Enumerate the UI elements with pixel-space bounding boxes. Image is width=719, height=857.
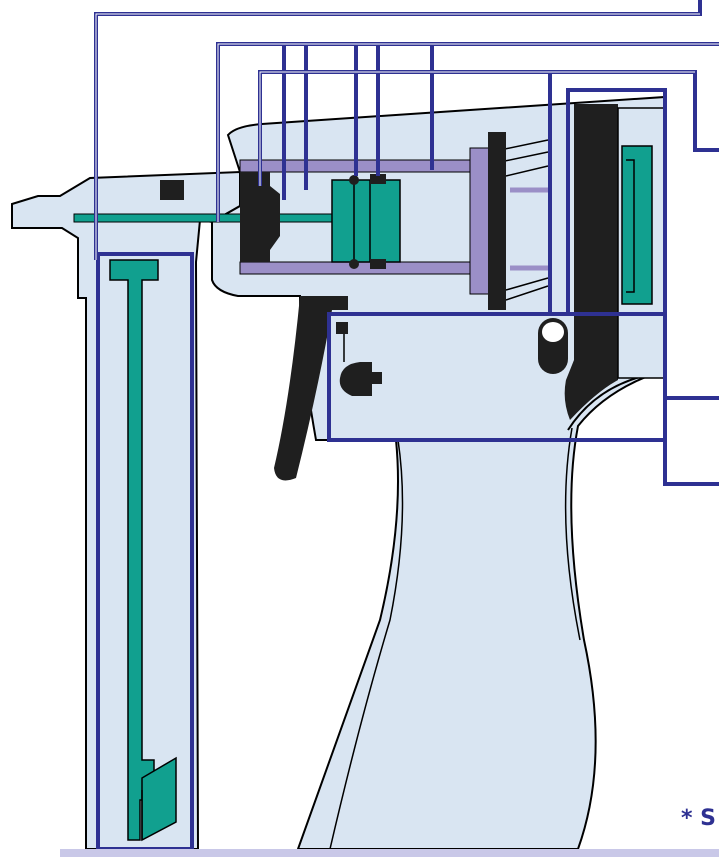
o-ring-bottom-icon [349,259,359,269]
seal-cartridge [331,174,401,269]
display-bracket [626,159,635,293]
vertical-plate [488,132,506,310]
o-ring-top-icon [349,175,359,185]
top-knob [160,180,184,200]
trigger [274,296,348,481]
barrel-nose [11,170,241,850]
chamber-bottom-plate [239,261,491,275]
chamber-top-plate [239,159,491,173]
tube-assembly [109,259,177,842]
small-square [336,322,348,334]
leader-compartment [663,440,719,486]
bottom-bar [60,849,719,857]
grip-contour [329,439,404,850]
plunger-rod [73,213,337,223]
frame-rear [566,88,719,400]
display-module [621,145,653,305]
callout-inner [95,13,719,260]
top-lines [499,139,549,177]
wedge-lines [505,277,549,301]
piston-block [240,172,280,262]
frame-compartment [327,312,667,442]
rear-contour [564,427,581,641]
battery-pill-top [542,322,564,342]
switch-knob [339,362,382,396]
flange [469,147,491,295]
rear-column [564,104,618,420]
footnote-text: * S [681,806,717,831]
